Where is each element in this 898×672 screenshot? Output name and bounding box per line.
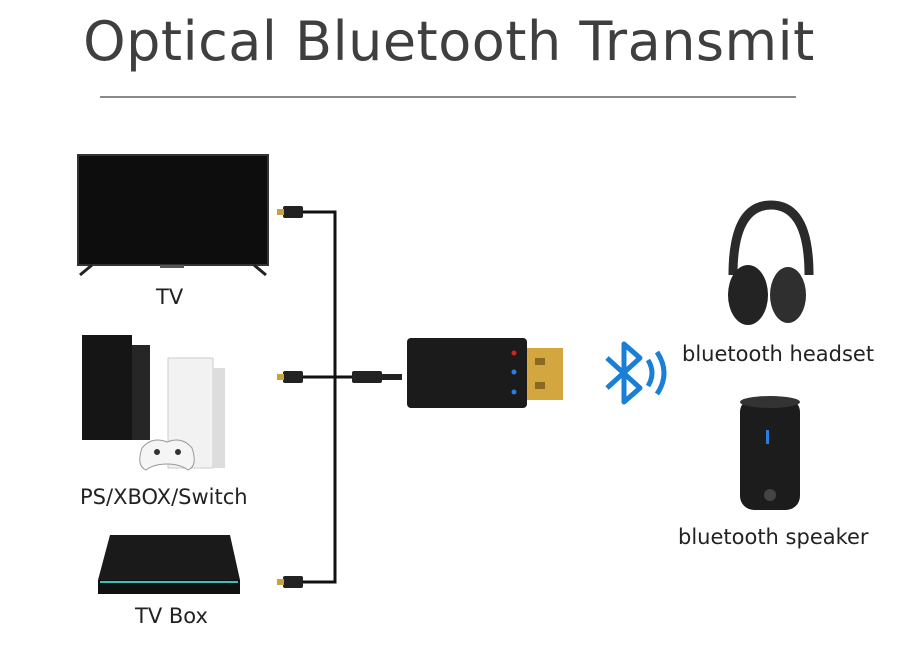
source-label-consoles: PS/XBOX/Switch xyxy=(80,485,248,509)
page-title: Optical Bluetooth Transmit xyxy=(83,10,815,73)
speaker-image xyxy=(740,396,800,510)
source-label-tv-box: TV Box xyxy=(135,604,208,628)
bluetooth-icon xyxy=(605,341,667,405)
bluetooth-transmitter-dongle xyxy=(407,338,563,408)
title-divider xyxy=(100,96,796,98)
optical-cables xyxy=(300,210,360,584)
tv-image xyxy=(77,154,269,277)
output-label-speaker: bluetooth speaker xyxy=(678,525,869,549)
source-label-tv: TV xyxy=(156,285,184,309)
tv-box-image xyxy=(98,535,240,594)
optical-connectors xyxy=(277,206,402,588)
output-label-headset: bluetooth headset xyxy=(682,342,875,366)
headphones-image xyxy=(728,200,814,325)
console-image xyxy=(82,335,225,471)
